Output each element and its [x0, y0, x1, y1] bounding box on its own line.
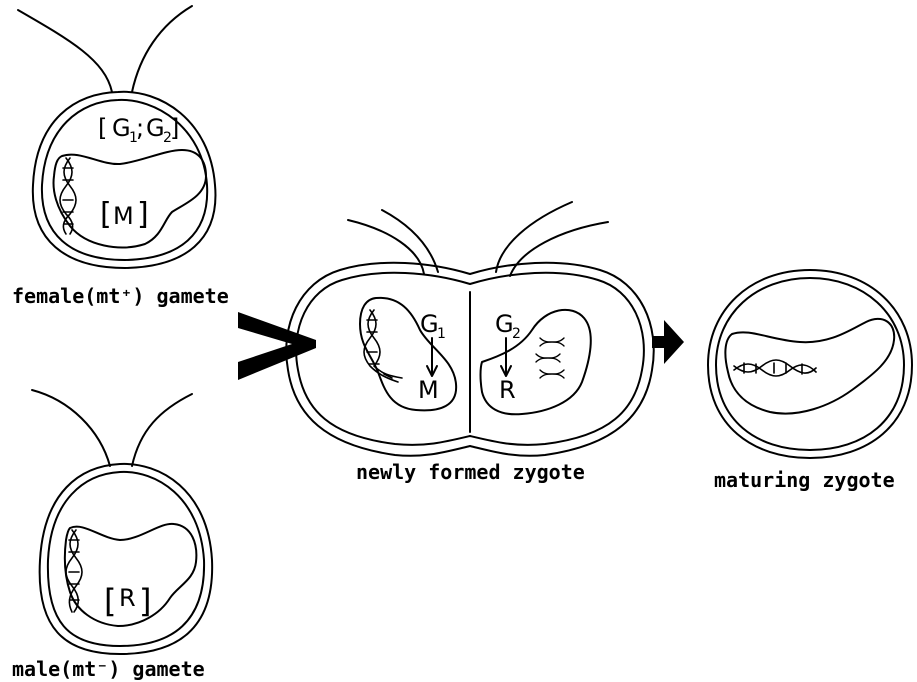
- dna-helix-icon: [364, 310, 402, 382]
- label-maturing-zygote: maturing zygote: [714, 468, 895, 492]
- gene-bracket-label: [ G 1 ; G 2 ]: [98, 114, 179, 146]
- marker-bracket-open: [: [104, 582, 116, 620]
- chloroplast-marker: [ R ]: [104, 582, 151, 620]
- gene-g2: G: [495, 310, 514, 338]
- target-r: R: [499, 376, 516, 404]
- chloroplast-left: [360, 298, 456, 411]
- gene-g2-sub: 2: [512, 326, 521, 342]
- fragmented-dna-icon: [536, 338, 564, 378]
- gene-separator: ;: [136, 114, 144, 142]
- arrow-g2-to-r: [501, 338, 511, 376]
- bracket-open: [: [98, 114, 107, 142]
- marker-bracket-open: [: [100, 197, 112, 232]
- dna-helix-icon: [734, 360, 816, 376]
- gene-right: G 2 R: [495, 310, 521, 404]
- flagellum-right: [132, 6, 192, 92]
- gene-g1: G: [112, 114, 131, 142]
- flagellum-left: [32, 390, 110, 466]
- marker-bracket-close: ]: [139, 582, 151, 620]
- male-gamete: [ R ]: [32, 390, 212, 654]
- label-new-zygote: newly formed zygote: [356, 460, 585, 484]
- label-male-gamete: male(mt⁻) gamete: [12, 657, 205, 681]
- maturing-zygote: [708, 270, 912, 458]
- marker-r: R: [119, 584, 136, 612]
- label-female-gamete: female(mt⁺) gamete: [12, 284, 229, 308]
- flagellum-right: [132, 394, 192, 466]
- flagellum-left: [18, 10, 112, 92]
- marker-m: M: [113, 202, 134, 230]
- cell-wall: [708, 270, 912, 458]
- arrow-g1-to-m: [427, 338, 437, 376]
- gene-g1: G: [420, 310, 439, 338]
- dna-helix-icon: [66, 530, 82, 612]
- flagellum-3: [496, 202, 572, 272]
- chloroplast-marker: [ M ]: [100, 197, 149, 232]
- new-zygote: G 1 M G 2 R: [286, 202, 653, 456]
- gene-g2: G: [146, 114, 165, 142]
- merge-arrow-icon: [238, 312, 316, 380]
- target-m: M: [418, 376, 439, 404]
- chloroplast: [725, 319, 894, 414]
- marker-bracket-close: ]: [137, 197, 149, 232]
- female-gamete: [ G 1 ; G 2 ] [ M ]: [18, 6, 215, 268]
- bracket-close: ]: [170, 114, 179, 142]
- maturation-arrow-icon: [652, 320, 684, 364]
- gene-g1-sub: 1: [437, 326, 446, 342]
